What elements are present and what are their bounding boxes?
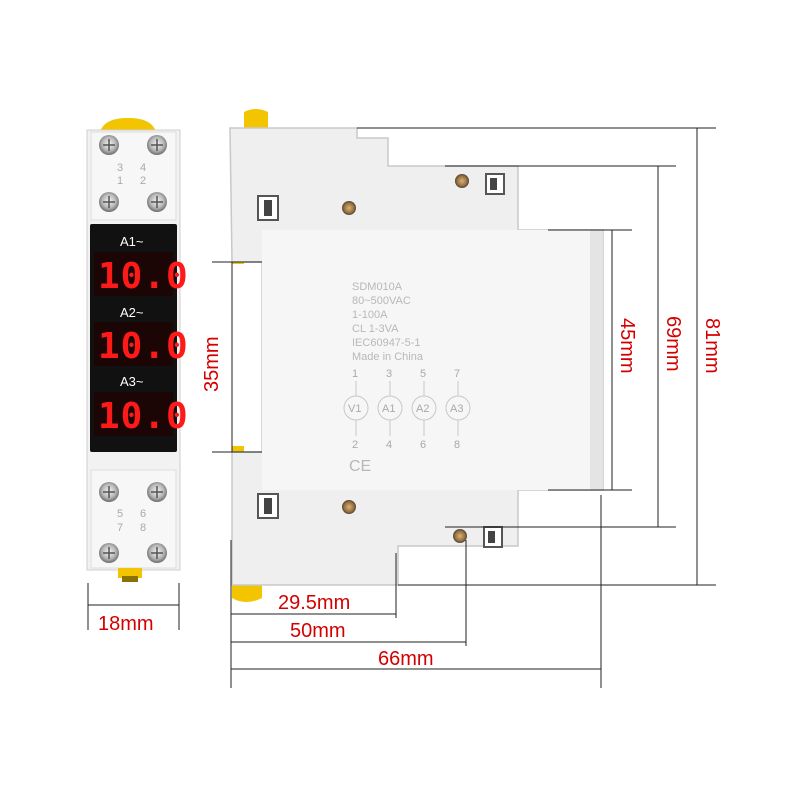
rivet-icon — [453, 529, 467, 543]
channel-3-value: 10.0 — [98, 396, 189, 437]
rivet-icon — [342, 201, 356, 215]
channel-3-label: A3~ — [120, 374, 144, 389]
rivet-icon — [342, 500, 356, 514]
dim-66mm-label: 66mm — [378, 648, 434, 670]
dim-29-5mm-label: 29.5mm — [278, 592, 350, 614]
dim-35mm-label: 35mm — [201, 336, 223, 392]
dim-69mm-label: 69mm — [662, 316, 684, 372]
front-terminal-4: 4 — [140, 162, 146, 174]
front-terminal-1: 1 — [117, 175, 123, 187]
channel-2-window — [94, 322, 173, 366]
pin-1: 1 — [352, 368, 358, 380]
front-top-clip — [100, 118, 156, 132]
front-terminal-2: 2 — [140, 175, 146, 187]
front-view: 3 4 1 2 A1~ 10.0 A2~ 10.0 A3~ 10.0 5 6 — [86, 118, 189, 582]
dim-18mm-label: 18mm — [98, 613, 154, 635]
dim-50mm-label: 50mm — [290, 620, 346, 642]
front-terminal-8: 8 — [140, 522, 146, 534]
spec-model: SDM010A — [352, 281, 403, 293]
spec-voltage: 80~500VAC — [352, 295, 411, 307]
spec-standard: IEC60947-5-1 — [352, 337, 421, 349]
side-front-panel — [262, 230, 592, 490]
pin-5: 5 — [420, 368, 426, 380]
side-top-clip — [244, 109, 268, 128]
channel-1-value: 10.0 — [98, 256, 189, 297]
pin-7: 7 — [454, 368, 460, 380]
circle-label-a2: A2 — [416, 403, 429, 415]
front-terminal-3: 3 — [117, 162, 123, 174]
side-bottom-clip — [232, 585, 262, 602]
ce-mark-icon: CE — [349, 458, 371, 475]
front-terminal-7: 7 — [117, 522, 123, 534]
dim-width-front: 18mm — [87, 583, 180, 635]
circle-label-v1: V1 — [348, 403, 361, 415]
dim-height-45: 45mm — [548, 229, 638, 491]
front-top-screws — [99, 135, 167, 212]
spec-class: CL 1-3VA — [352, 323, 399, 335]
circle-label-a1: A1 — [382, 403, 395, 415]
front-bottom-screws — [99, 482, 167, 563]
channel-2-label: A2~ — [120, 305, 144, 320]
side-view: SDM010A 80~500VAC 1-100A CL 1-3VA IEC609… — [229, 109, 604, 602]
front-terminal-5: 5 — [117, 508, 123, 520]
dim-45mm-label: 45mm — [616, 318, 638, 374]
dim-depths: 29.5mm 50mm 66mm — [230, 495, 602, 688]
dim-rail-height: 35mm — [201, 261, 262, 453]
pin-4: 4 — [386, 439, 392, 451]
rivet-icon — [455, 174, 469, 188]
dim-81mm-label: 81mm — [701, 318, 723, 374]
channel-2-value: 10.0 — [98, 326, 189, 367]
pin-2: 2 — [352, 439, 358, 451]
spec-origin: Made in China — [352, 351, 424, 363]
circle-label-a3: A3 — [450, 403, 463, 415]
front-bottom-clip — [118, 568, 142, 578]
spec-current: 1-100A — [352, 309, 388, 321]
dim-height-81: 81mm — [357, 127, 723, 586]
channel-1-label: A1~ — [120, 234, 144, 249]
pin-8: 8 — [454, 439, 460, 451]
channel-1-window — [94, 252, 173, 296]
pin-3: 3 — [386, 368, 392, 380]
channel-3-window — [94, 392, 173, 436]
dim-height-69: 69mm — [445, 165, 684, 528]
pin-6: 6 — [420, 439, 426, 451]
front-terminal-6: 6 — [140, 508, 146, 520]
